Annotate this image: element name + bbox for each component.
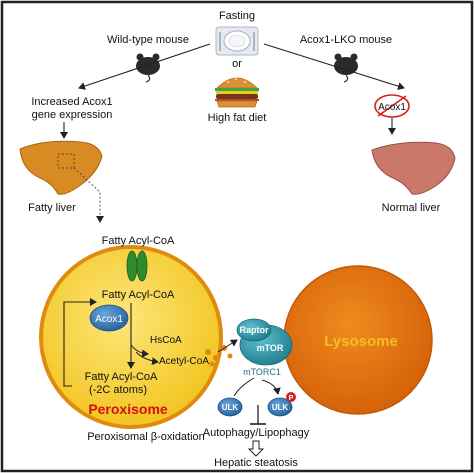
- or-label: or: [232, 58, 242, 70]
- acox1-enzyme-label: Acox1: [95, 314, 123, 325]
- peroxisomal-oxidation-caption: Peroxisomal β-oxidation: [87, 431, 205, 443]
- hscoa-label: HsCoA: [150, 335, 182, 346]
- product-label-line2: (-2C atoms): [89, 384, 147, 396]
- acox1-enzyme-icon: [89, 304, 129, 332]
- normal-liver-label: Normal liver: [382, 202, 441, 214]
- fatty-acyl-coa-outer-label: Fatty Acyl-CoA: [102, 235, 175, 247]
- hscoa-arrow: [130, 344, 149, 358]
- fatty-liver-icon: [19, 140, 103, 195]
- acetyl-coa-arrow: [135, 351, 159, 366]
- mouse-icon-wild-type: [136, 53, 160, 83]
- lysosome-label: Lysosome: [324, 333, 398, 350]
- ulk-icon: [217, 397, 243, 417]
- fasting-label: Fasting: [219, 10, 255, 22]
- phosphate-label: P: [289, 395, 294, 402]
- mtor-to-ulk-p-arrow: [261, 379, 281, 395]
- ulk-label: ULK: [222, 403, 239, 412]
- increased-acox1-label-line2: gene expression: [32, 109, 113, 121]
- autophagy-label: Autophagy/Lipophagy: [203, 427, 310, 439]
- normal-liver-icon: [371, 141, 456, 195]
- arrow-to-ko: [263, 43, 405, 91]
- acetyl-coa-label: Acetyl-CoA: [159, 356, 209, 367]
- raptor-label: Raptor: [240, 325, 269, 335]
- outcome-arrow-icon: [247, 440, 265, 457]
- mtor-label: mTOR: [257, 343, 284, 353]
- increased-acox1-label-line1: Increased Acox1: [31, 96, 112, 108]
- product-label-line1: Fatty Acyl-CoA: [85, 371, 158, 383]
- peroxisome-title: Peroxisome: [88, 401, 168, 417]
- cycle-loop-arrow: [63, 298, 97, 387]
- membrane-transporter: [126, 250, 148, 282]
- mtorc1-label: mTORC1: [243, 367, 281, 377]
- fatty-acyl-coa-inner-label: Fatty Acyl-CoA: [102, 289, 175, 301]
- acox1-deletion-icon: [374, 94, 410, 118]
- acetyl-to-mtor-arrow: [217, 339, 238, 353]
- plate-icon: [215, 26, 259, 56]
- burger-icon: [215, 77, 259, 108]
- mtorc1-complex: [236, 318, 293, 366]
- acox1-deleted-label: Acox1: [378, 102, 406, 113]
- high-fat-diet-label: High fat diet: [208, 112, 267, 124]
- liver-zoom-box: [57, 153, 75, 169]
- fatty-liver-label: Fatty liver: [28, 202, 76, 214]
- hepatic-steatosis-label: Hepatic steatosis: [214, 457, 298, 469]
- ulk-phospho-label: ULK: [272, 403, 289, 412]
- wild-type-mouse-label: Wild-type mouse: [107, 34, 189, 46]
- ulk-phospho-icon: [267, 397, 293, 417]
- mtor-to-ulk-line: [233, 377, 255, 397]
- arrow-to-wild-type: [78, 43, 211, 90]
- ko-mouse-label: Acox1-LKO mouse: [300, 34, 392, 46]
- mouse-icon-ko: [334, 53, 358, 83]
- acetyl-coa-particles: [205, 345, 233, 367]
- phosphate-icon: [286, 392, 296, 402]
